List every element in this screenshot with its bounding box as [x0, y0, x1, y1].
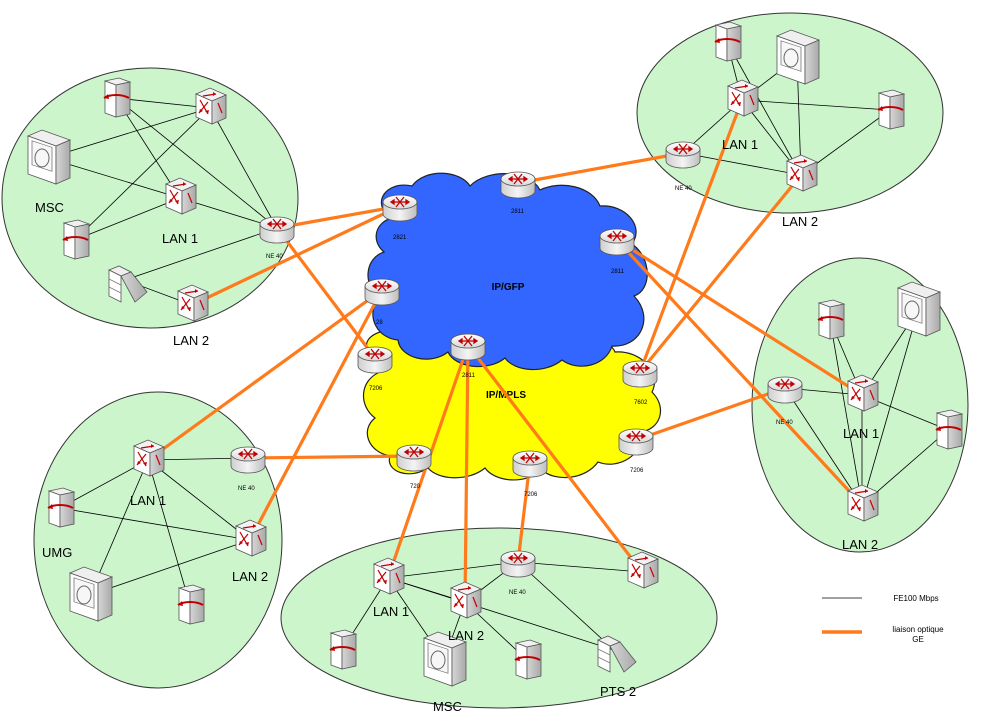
big-server-icon [69, 566, 113, 622]
router-7602-icon [622, 360, 658, 388]
pts2-label: PTS 2 [600, 684, 636, 699]
server-icon [177, 584, 205, 625]
lan1-label: LAN 1 [162, 231, 198, 246]
server-icon [935, 409, 963, 450]
ne40-label: NE 40 [509, 590, 526, 596]
server-icon [714, 21, 742, 62]
big-server-icon [897, 281, 941, 337]
cloud-ip-gfp [367, 172, 648, 371]
ne40-label: NE 40 [776, 420, 793, 426]
server-icon [514, 639, 542, 680]
router-ne40-icon [500, 550, 536, 578]
lan2-label: LAN 2 [842, 537, 878, 552]
ne40-label: NE 40 [675, 186, 692, 192]
legend-ge-label: GE [912, 635, 924, 644]
router-28-icon [364, 278, 400, 306]
switch-lan2-icon [786, 154, 818, 192]
server-icon [103, 77, 131, 118]
router-ne40-icon [665, 141, 701, 169]
router-7206-icon [618, 428, 654, 456]
switch-lan1-icon [165, 177, 197, 215]
router-7206-icon [357, 346, 393, 374]
legend-ge-label: liaison optique [892, 625, 944, 634]
switch-lan1-icon [727, 79, 759, 117]
umg-server-icon [47, 487, 75, 528]
umg-label: UMG [42, 545, 72, 560]
ne40-label: NE 40 [238, 486, 255, 492]
router-label: 7206 [630, 468, 644, 474]
site-bottom [280, 527, 718, 709]
switch-lan2-icon [235, 519, 267, 557]
router-2811-icon [599, 228, 635, 256]
server-icon [877, 89, 905, 130]
legend-fe-label: FE100 Mbps [893, 594, 938, 603]
router-7206-icon [512, 450, 548, 478]
router-2811-icon [500, 171, 536, 199]
lan2-label: LAN 2 [232, 569, 268, 584]
router-label: 720 [410, 484, 421, 490]
router-label: 7602 [634, 400, 648, 406]
switch-icon [195, 87, 227, 125]
lan2-label: LAN 2 [448, 628, 484, 643]
msc-label: MSC [433, 699, 462, 714]
big-server-icon [776, 29, 820, 85]
switch-lan1-icon [373, 557, 405, 595]
router-ne40-icon [259, 216, 295, 244]
lan1-label: LAN 1 [373, 604, 409, 619]
router-2811-icon [450, 333, 486, 361]
switch-lan2-icon [450, 581, 482, 619]
router-label: 2811 [511, 209, 525, 215]
switch-icon [627, 551, 659, 589]
ne40-label: NE 40 [266, 254, 283, 260]
router-ne40-icon [767, 376, 803, 404]
switch-lan2-icon [177, 284, 209, 322]
legend: FE100 Mbps liaison optique GE [822, 594, 944, 644]
router-label: 2811 [462, 373, 476, 379]
msc-server-icon [27, 129, 71, 185]
server-icon [817, 299, 845, 340]
router-ne40-icon [230, 446, 266, 474]
switch-lan2-icon [847, 484, 879, 522]
server-icon [62, 219, 90, 260]
msc-label: MSC [35, 200, 64, 215]
lan1-label: LAN 1 [130, 493, 166, 508]
router-label: 7206 [524, 492, 538, 498]
router-label: 28 [376, 320, 383, 326]
server-icon [329, 629, 357, 670]
lan1-label: LAN 1 [722, 137, 758, 152]
router-720-icon [396, 444, 432, 472]
site-top-right [636, 12, 944, 214]
switch-lan1-icon [133, 439, 165, 477]
switch-lan1-icon [847, 374, 879, 412]
lan1-label: LAN 1 [843, 426, 879, 441]
router-label: 7206 [369, 386, 383, 392]
cloud-ip-gfp-label: IP/GFP [492, 282, 525, 293]
lan2-label: LAN 2 [782, 214, 818, 229]
router-label: 2811 [611, 269, 625, 275]
router-label: 2821 [393, 235, 407, 241]
lan2-label: LAN 2 [173, 333, 209, 348]
router-2821-icon [382, 194, 418, 222]
